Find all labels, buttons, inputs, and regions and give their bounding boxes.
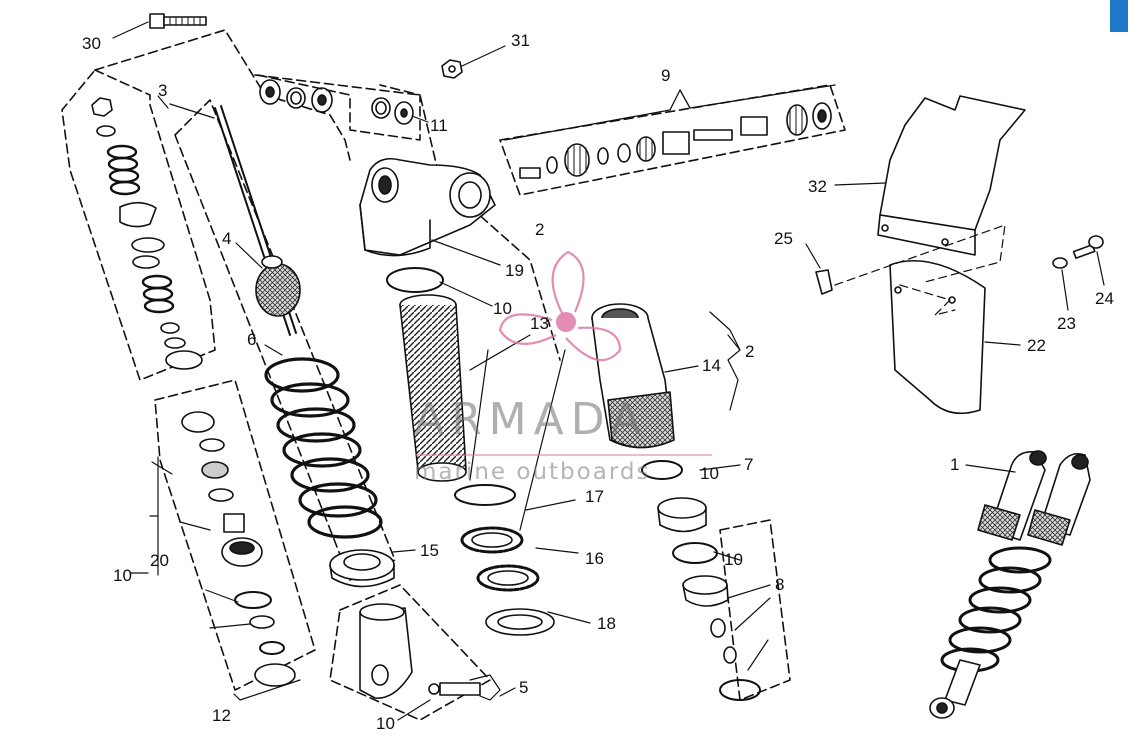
nut-16 [476,564,540,592]
spring-6 [264,357,383,539]
callout-17: 17 [585,487,604,506]
corner-tab[interactable] [1110,0,1128,32]
group-outline-top [94,29,351,161]
top-eye-19 [359,157,496,257]
nut-17 [460,526,524,554]
callout-7: 7 [744,455,754,474]
callout-15: 15 [420,541,439,560]
shock-body-threaded [399,294,467,482]
callout-10-upper: 10 [493,299,512,318]
piston-rod-4 [214,105,301,336]
callout-2-right: 2 [745,342,755,361]
lower-clevis-5 [359,603,481,699]
o-ring-10a [386,267,444,293]
valve-assembly-9 [499,84,846,196]
ring-13 [454,484,516,506]
callout-30: 30 [82,34,101,53]
callout-2-top: 2 [535,220,545,239]
washer-23 [1052,257,1068,269]
callout-14: 14 [702,356,721,375]
top-bushings-11 [257,74,421,141]
callout-3: 3 [158,81,168,100]
callout-8: 8 [775,575,785,594]
washer-18 [485,608,555,636]
callout-31: 31 [511,31,530,50]
group-outline-rod [174,99,396,581]
mudguard-22 [889,259,986,415]
shock-assembly-1 [929,450,1091,719]
o-ring-10c [672,542,718,564]
callout-20: 20 [150,551,169,570]
group-outline-5 [329,584,491,721]
stack-parts-12 [181,411,296,687]
bolt-30 [149,13,207,29]
piston-7 [657,497,707,533]
callout-19: 19 [505,261,524,280]
callout-4: 4 [222,229,232,248]
callout-18: 18 [597,614,616,633]
callout-16: 16 [585,549,604,568]
callout-10-right: 10 [700,464,719,483]
reservoir-14 [591,303,675,449]
callout-23: 23 [1057,314,1076,333]
callout-10-mid: 10 [724,550,743,569]
callout-32: 32 [808,177,827,196]
spring-collar-15 [329,549,395,588]
callout-6: 6 [247,330,257,349]
callout-10-left: 10 [113,566,132,585]
stack-parts-3 [91,97,203,370]
watermark-brand: ARMADA [414,394,648,445]
callout-11: 11 [430,116,448,135]
callout-25: 25 [774,229,793,248]
o-ring-10b [641,460,683,480]
group-outline-12 [154,379,316,691]
callout-24: 24 [1095,289,1114,308]
mudguard-32 [877,95,1026,256]
group-outline-8 [719,519,791,701]
callout-5: 5 [519,678,529,697]
callout-22: 22 [1027,336,1046,355]
clip-25 [815,269,833,295]
callout-10-bottom: 10 [376,714,395,733]
watermark-tagline: marine outboards [414,459,651,485]
cap-8 [682,575,737,664]
o-ring-8 [719,679,761,701]
callout-1: 1 [950,455,960,474]
watermark-logo [498,250,622,362]
nut-31 [441,59,463,79]
callout-9: 9 [661,66,671,85]
callout-13: 13 [530,314,549,333]
screw-24 [1072,235,1104,259]
group-outline-3 [61,69,216,381]
callout-12: 12 [212,706,231,725]
